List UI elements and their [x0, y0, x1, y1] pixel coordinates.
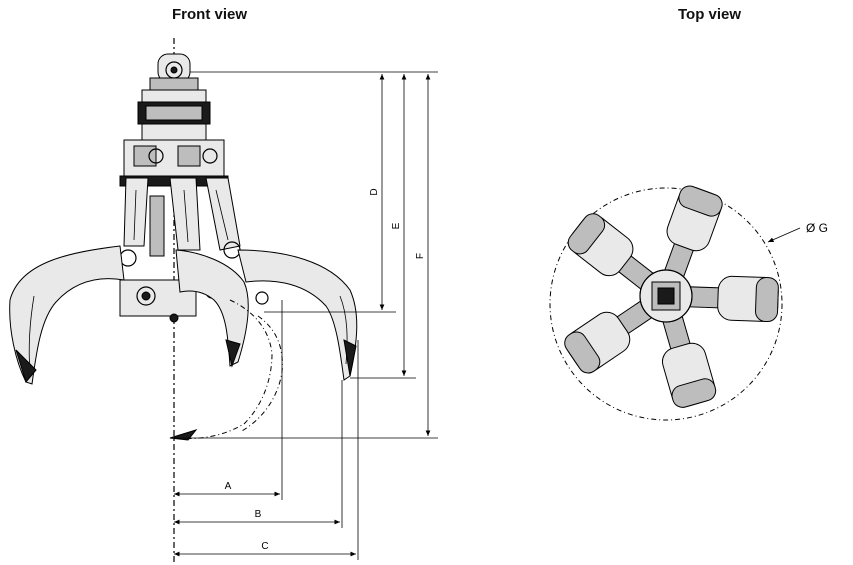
dimension-g-label: Ø G [806, 221, 828, 235]
dimension-b-label: B [255, 509, 262, 520]
hydraulic-cylinders [119, 177, 241, 267]
dimension-a-label: A [225, 481, 232, 492]
front-view-title: Front view [172, 6, 248, 23]
top-tine-2 [681, 275, 779, 323]
front-view-drawing: A B C D E F [9, 38, 438, 565]
top-link [149, 53, 199, 91]
dimension-c-label: C [261, 541, 268, 552]
reach-circle [549, 187, 783, 421]
top-tine-1 [661, 185, 723, 286]
left-tine [9, 245, 125, 385]
rotator [137, 89, 211, 141]
dimension-a: A [174, 300, 283, 500]
right-tine [237, 249, 358, 381]
dimension-d: D [264, 74, 396, 313]
dimension-e-label: E [391, 222, 402, 229]
top-view-title: Top view [678, 6, 742, 23]
dimension-g: Ø G [767, 221, 828, 243]
top-hub [639, 269, 693, 323]
dimension-e: E [350, 74, 416, 379]
top-tine-5 [567, 213, 661, 295]
top-view-drawing: Ø G [549, 185, 828, 421]
dimension-c: C [174, 340, 359, 560]
dimension-f-label: F [415, 253, 426, 259]
dimension-d-label: D [369, 188, 380, 195]
dimension-b: B [174, 380, 343, 528]
dimension-f: F [170, 74, 438, 439]
front-tine [175, 249, 249, 368]
